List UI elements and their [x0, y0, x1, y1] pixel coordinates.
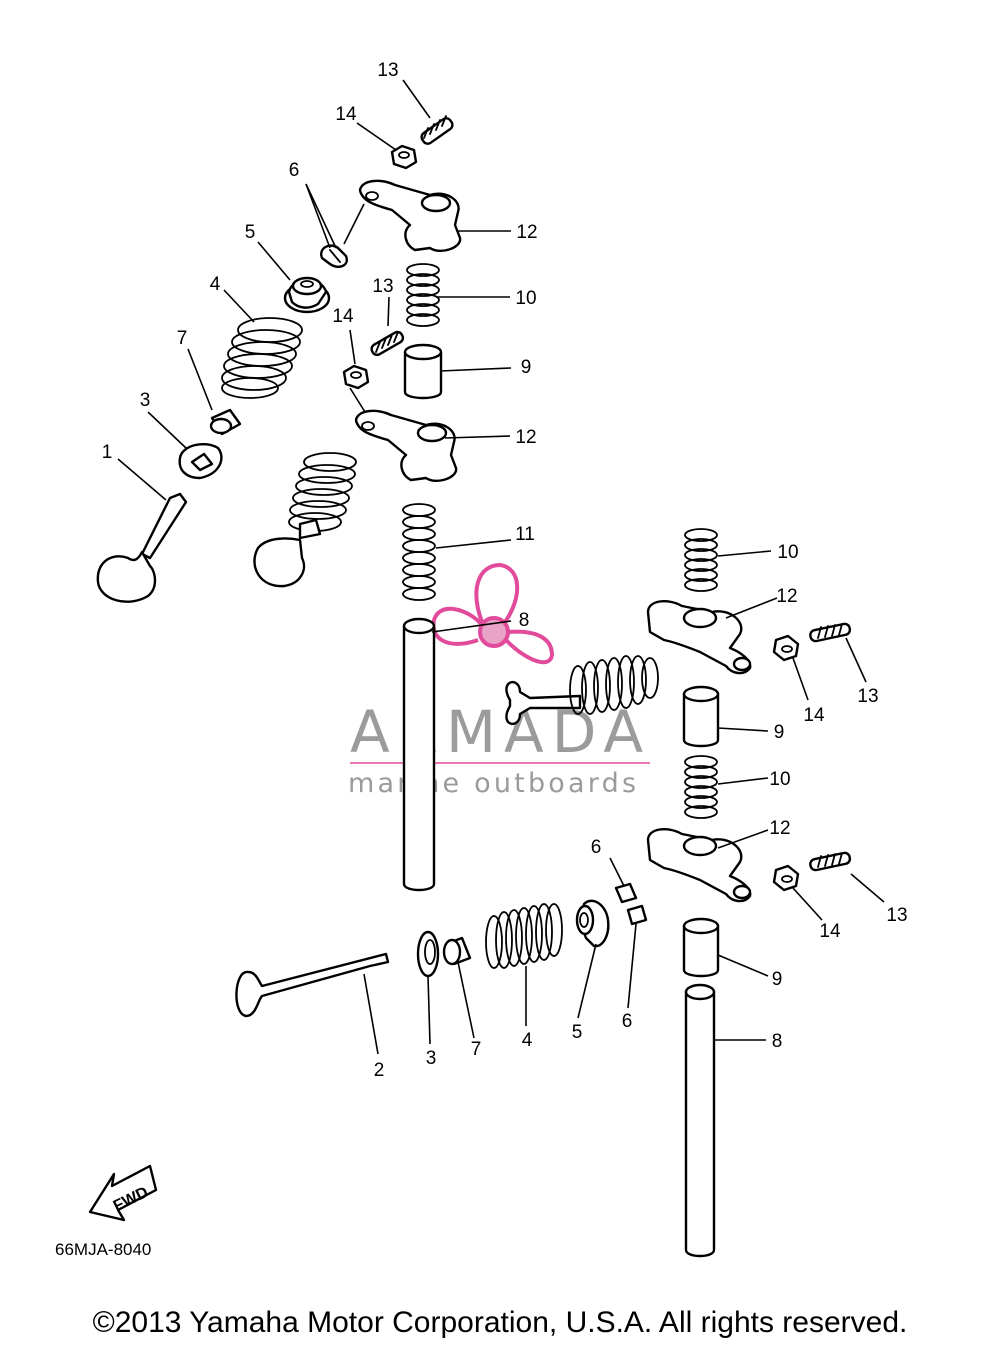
callout-4: 4: [210, 274, 221, 295]
valve-train-exploded-diagram: ARMADA marine outboards: [55, 60, 908, 1259]
spring-retainer-part: [575, 899, 610, 948]
exhaust-valve-part: [235, 952, 390, 1018]
valve-spring-part: [221, 317, 303, 399]
callout-3: 3: [426, 1048, 437, 1069]
callout-9: 9: [521, 357, 532, 378]
valve-spring-part: [402, 503, 436, 601]
callout-8: 8: [519, 610, 530, 631]
assembled-valve-part: [253, 452, 357, 588]
assembled-valve-part: [505, 655, 659, 725]
callout-13: 13: [377, 60, 398, 81]
return-spring-part: [406, 263, 440, 327]
spring-seat-part: [416, 930, 440, 978]
adjust-screw-part: [809, 851, 852, 872]
callout-13: 13: [886, 905, 907, 926]
rocker-arm-part: [646, 600, 752, 675]
callout-7: 7: [177, 328, 188, 349]
pushrod-part: [402, 617, 436, 892]
callout-6: 6: [622, 1011, 633, 1032]
callout-10: 10: [769, 769, 790, 790]
callout-9: 9: [772, 969, 783, 990]
callout-11: 11: [515, 524, 535, 545]
spring-seat-part: [178, 443, 223, 480]
adjust-screw-part: [420, 115, 454, 145]
callout-14: 14: [335, 104, 357, 125]
callout-12: 12: [769, 818, 790, 839]
return-spring-part: [684, 528, 718, 592]
pushrod-part: [684, 983, 716, 1258]
locknut-part: [772, 864, 800, 892]
callout-13: 13: [372, 276, 393, 297]
callout-6: 6: [289, 160, 300, 181]
valve-cotter-part: [614, 882, 648, 926]
spring-retainer-part: [283, 276, 331, 314]
callout-12: 12: [776, 586, 797, 607]
rocker-arm-part: [354, 409, 458, 482]
adjust-screw-part: [370, 330, 405, 357]
watermark-tagline: marine outboards: [348, 768, 639, 799]
valve-spring-part: [485, 903, 563, 969]
adjust-screw-part: [809, 622, 852, 643]
valve-seal-part: [442, 936, 472, 966]
callout-13: 13: [857, 686, 878, 707]
callout-12: 12: [516, 222, 537, 243]
callout-9: 9: [774, 722, 785, 743]
return-spring-part: [684, 755, 718, 819]
callout-8: 8: [772, 1031, 783, 1052]
callout-numbers: 13 14 6 12 5 4 13 10 14 7 9 3 12 1 11 10…: [102, 60, 908, 1081]
collar-part: [403, 343, 443, 400]
callout-12: 12: [515, 427, 536, 448]
callout-10: 10: [515, 288, 536, 309]
fwd-arrow-icon: FWD: [88, 1164, 158, 1222]
callout-14: 14: [332, 306, 354, 327]
callout-5: 5: [572, 1022, 583, 1043]
collar-part: [682, 685, 720, 748]
callout-1: 1: [102, 442, 113, 463]
callout-5: 5: [245, 222, 256, 243]
rocker-arm-part: [358, 179, 462, 252]
locknut-part: [342, 364, 370, 390]
valve-cotter-part: [320, 244, 348, 268]
callout-4: 4: [522, 1030, 533, 1051]
callout-2: 2: [374, 1060, 385, 1081]
leader-lines: [117, 79, 885, 1055]
copyright-notice: ©2013 Yamaha Motor Corporation, U.S.A. A…: [92, 1306, 908, 1339]
diagram-code: 66MJA-8040: [55, 1240, 151, 1259]
callout-3: 3: [140, 390, 151, 411]
intake-valve-part: [96, 492, 188, 603]
propeller-logo-icon: [431, 562, 555, 665]
rocker-arm-part: [646, 828, 752, 903]
locknut-part: [390, 144, 418, 170]
callout-7: 7: [471, 1039, 482, 1060]
callout-14: 14: [803, 705, 825, 726]
valve-seal-part: [209, 408, 242, 436]
collar-part: [682, 917, 720, 978]
callout-14: 14: [819, 921, 841, 942]
armada-watermark: ARMADA marine outboards: [348, 562, 650, 799]
callout-10: 10: [777, 542, 798, 563]
callout-6: 6: [591, 837, 602, 858]
locknut-part: [772, 634, 800, 662]
